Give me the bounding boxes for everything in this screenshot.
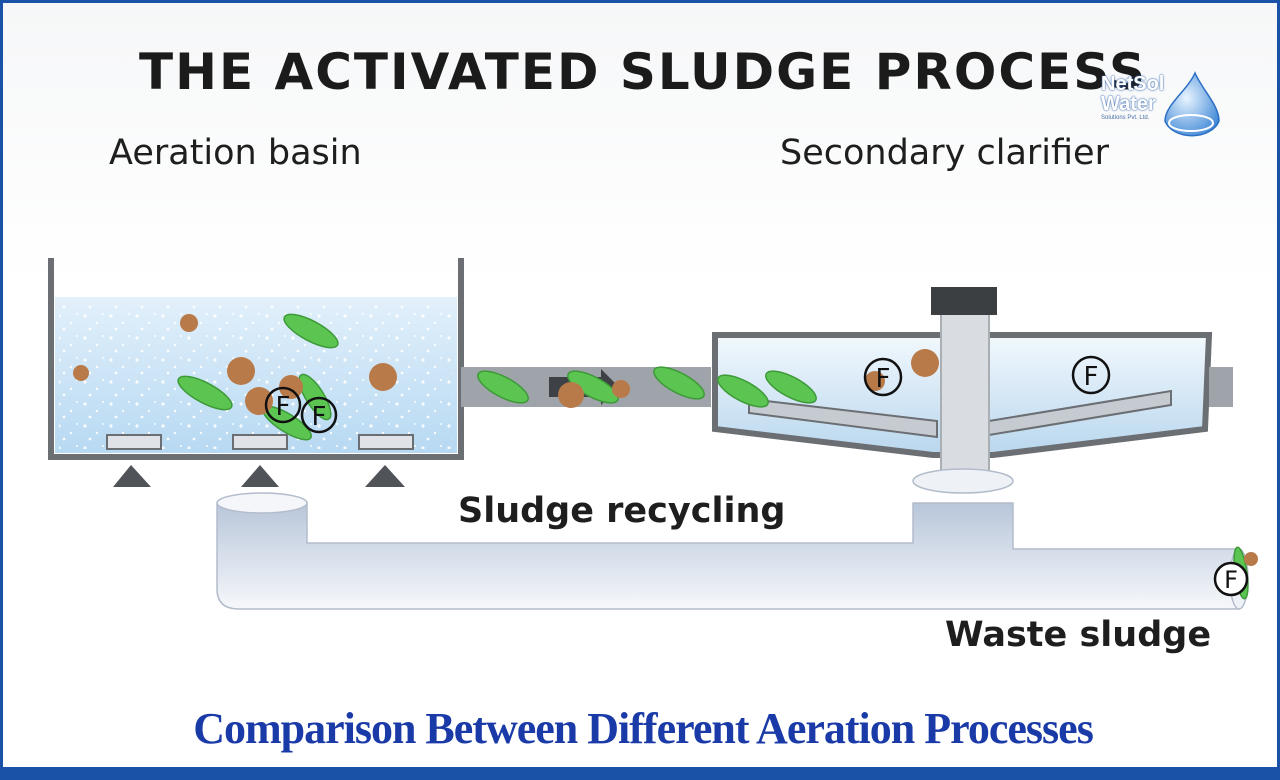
bacteria	[477, 370, 529, 404]
logo-line-1: NetSol	[1101, 73, 1165, 95]
sludge-scraper-left	[748, 397, 938, 439]
organic-matter-group	[73, 314, 1258, 566]
organic-particle	[180, 314, 198, 332]
organic-particle	[245, 387, 273, 415]
recycle-pipe	[216, 502, 1240, 610]
secondary-clarifier-label: Secondary clarifier	[780, 133, 1109, 173]
bacteria	[283, 313, 339, 349]
floc-marker-label: F	[1084, 362, 1099, 392]
bacteria-group	[177, 313, 1249, 600]
floc-markers: F F F F F	[264, 355, 1249, 597]
diffuser-1	[106, 434, 162, 450]
floc-marker: F	[863, 357, 903, 397]
waste-sludge-label: Waste sludge	[945, 615, 1212, 655]
organic-particle	[911, 349, 939, 377]
organic-particle	[612, 380, 630, 398]
netsol-logo: NetSol Water Solutions Pvt. Ltd.	[1095, 69, 1225, 139]
aeration-basin	[48, 258, 464, 487]
logo-subtitle: Solutions Pvt. Ltd.	[1101, 115, 1150, 121]
diagram-title: THE ACTIVATED SLUDGE PROCESS	[139, 43, 1147, 101]
clarifier-pipe-opening	[912, 468, 1014, 494]
organic-particle	[369, 363, 397, 391]
floc-marker: F	[1071, 355, 1111, 395]
organic-particle	[73, 365, 89, 381]
bacteria	[177, 375, 233, 411]
basin-walls	[48, 258, 464, 460]
diffuser-2	[232, 434, 288, 450]
process-diagram: F F F F F	[48, 258, 1258, 610]
drive-motor	[931, 287, 997, 315]
organic-particle	[227, 357, 255, 385]
organic-particle	[279, 375, 303, 399]
air-inlet-1	[113, 465, 151, 487]
floc-marker-label: F	[312, 402, 327, 432]
floc-marker-label: F	[1224, 566, 1238, 594]
sludge-recycling-label: Sludge recycling	[458, 491, 786, 531]
diffuser-3	[358, 434, 414, 450]
air-inlet-3	[365, 465, 405, 487]
clarifier-outlet	[1209, 367, 1233, 407]
bacteria	[765, 370, 817, 404]
air-inlet-2	[241, 465, 279, 487]
bacteria	[567, 370, 619, 404]
organic-particle	[558, 382, 584, 408]
bacteria	[717, 374, 769, 408]
aeration-basin-label: Aeration basin	[109, 133, 362, 173]
floc-marker-label: F	[276, 392, 291, 422]
recycle-pipe-opening	[216, 492, 308, 514]
floc-marker-label: F	[876, 364, 891, 394]
bacteria	[653, 366, 705, 400]
organic-particle	[865, 371, 885, 391]
center-shaft	[940, 312, 990, 482]
floc-marker: F	[264, 386, 302, 424]
logo-line-2: Water	[1101, 93, 1156, 115]
page-caption: Comparison Between Different Aeration Pr…	[193, 704, 1094, 753]
organic-particle	[1244, 552, 1258, 566]
bottom-accent-bar	[3, 767, 1277, 777]
sludge-pipes	[216, 468, 1249, 610]
secondary-clarifier	[712, 287, 1233, 482]
floc-marker: F	[1213, 561, 1249, 597]
floc-marker: F	[300, 396, 338, 434]
water-drop-icon	[1164, 71, 1220, 137]
